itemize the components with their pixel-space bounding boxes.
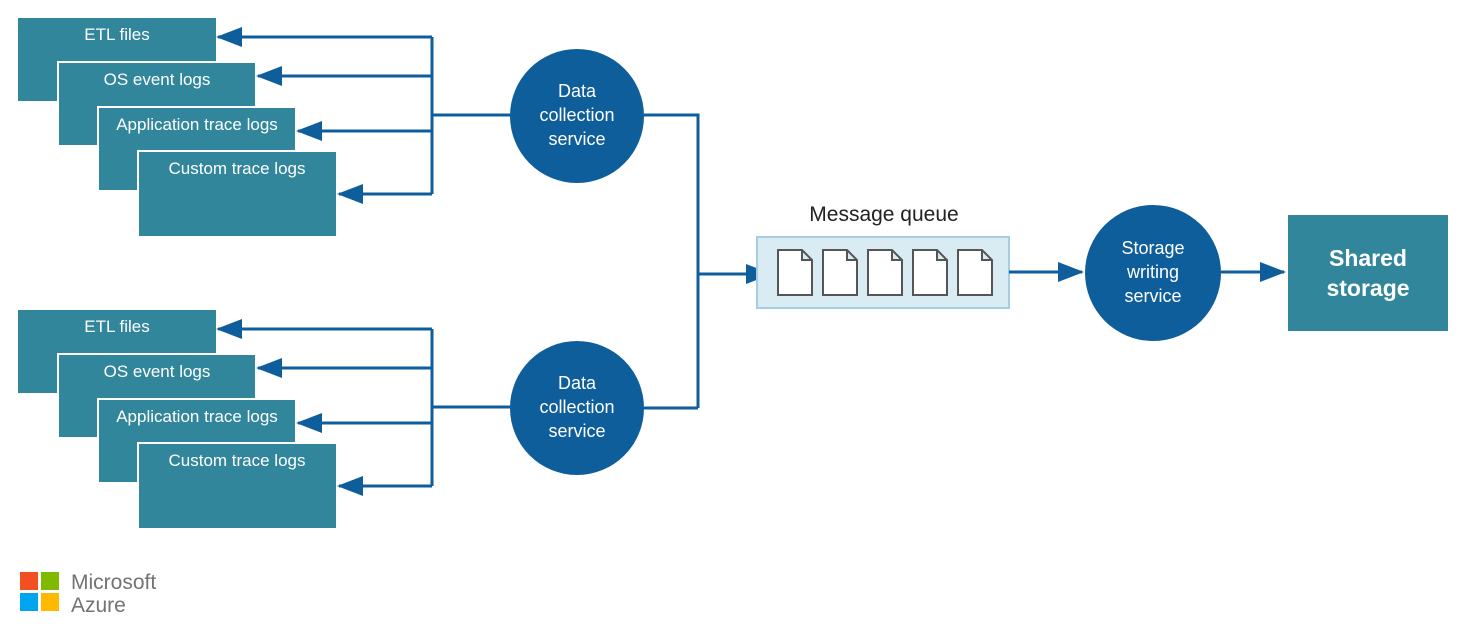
document-icon: [957, 249, 993, 296]
merge-connectors: [644, 113, 772, 410]
service-label-line-2: collection: [539, 105, 614, 125]
storage-label-line-2: storage: [1326, 275, 1409, 301]
source-group-1: ETL files OS event logs Application trac…: [18, 18, 338, 238]
service-label-line-3: service: [548, 421, 605, 441]
logo-text-microsoft: Microsoft: [71, 571, 156, 594]
group-1-connectors: [216, 27, 512, 204]
logo-text-azure: Azure: [71, 594, 126, 617]
shared-storage: Shared storage: [1288, 215, 1448, 331]
service-circle: [510, 341, 644, 475]
logo-square-red: [20, 572, 38, 590]
source-label-custom-trace-logs: Custom trace logs: [169, 451, 306, 470]
source-label-custom-trace-logs: Custom trace logs: [169, 159, 306, 178]
service-label-line-3: service: [548, 129, 605, 149]
data-collection-service-2: Data collection service: [510, 341, 644, 475]
writer-label-line-3: service: [1124, 286, 1181, 306]
writer-circle: [1085, 205, 1221, 341]
document-icon: [822, 249, 858, 296]
source-group-2: ETL files OS event logs Application trac…: [18, 310, 338, 530]
logo-square-blue: [20, 593, 38, 611]
source-label-application-trace-logs: Application trace logs: [116, 407, 278, 426]
document-icon: [777, 249, 813, 296]
group-2-connectors: [216, 319, 512, 496]
service-1-to-queue-line: [644, 113, 700, 408]
service-label-line-1: Data: [558, 81, 597, 101]
queue-messages: [777, 249, 993, 296]
message-queue: Message queue: [756, 203, 1010, 309]
document-icon: [867, 249, 903, 296]
logo-square-green: [41, 572, 59, 590]
logo-square-yellow: [41, 593, 59, 611]
service-circle: [510, 49, 644, 183]
source-label-os-event-logs: OS event logs: [104, 70, 211, 89]
source-label-etl-files: ETL files: [84, 317, 150, 336]
source-label-etl-files: ETL files: [84, 25, 150, 44]
storage-box: [1288, 215, 1448, 331]
service-label-line-1: Data: [558, 373, 597, 393]
storage-label-line-1: Shared: [1329, 245, 1407, 271]
source-label-application-trace-logs: Application trace logs: [116, 115, 278, 134]
data-collection-service-1: Data collection service: [510, 49, 644, 183]
queue-label: Message queue: [809, 203, 958, 226]
source-label-os-event-logs: OS event logs: [104, 362, 211, 381]
service-label-line-2: collection: [539, 397, 614, 417]
writer-label-line-2: writing: [1126, 262, 1179, 282]
source-box-custom-trace-logs: [137, 150, 338, 238]
storage-writing-service: Storage writing service: [1085, 205, 1221, 341]
writer-label-line-1: Storage: [1121, 238, 1184, 258]
document-icon: [912, 249, 948, 296]
microsoft-azure-logo: Microsoft Azure: [20, 571, 156, 617]
